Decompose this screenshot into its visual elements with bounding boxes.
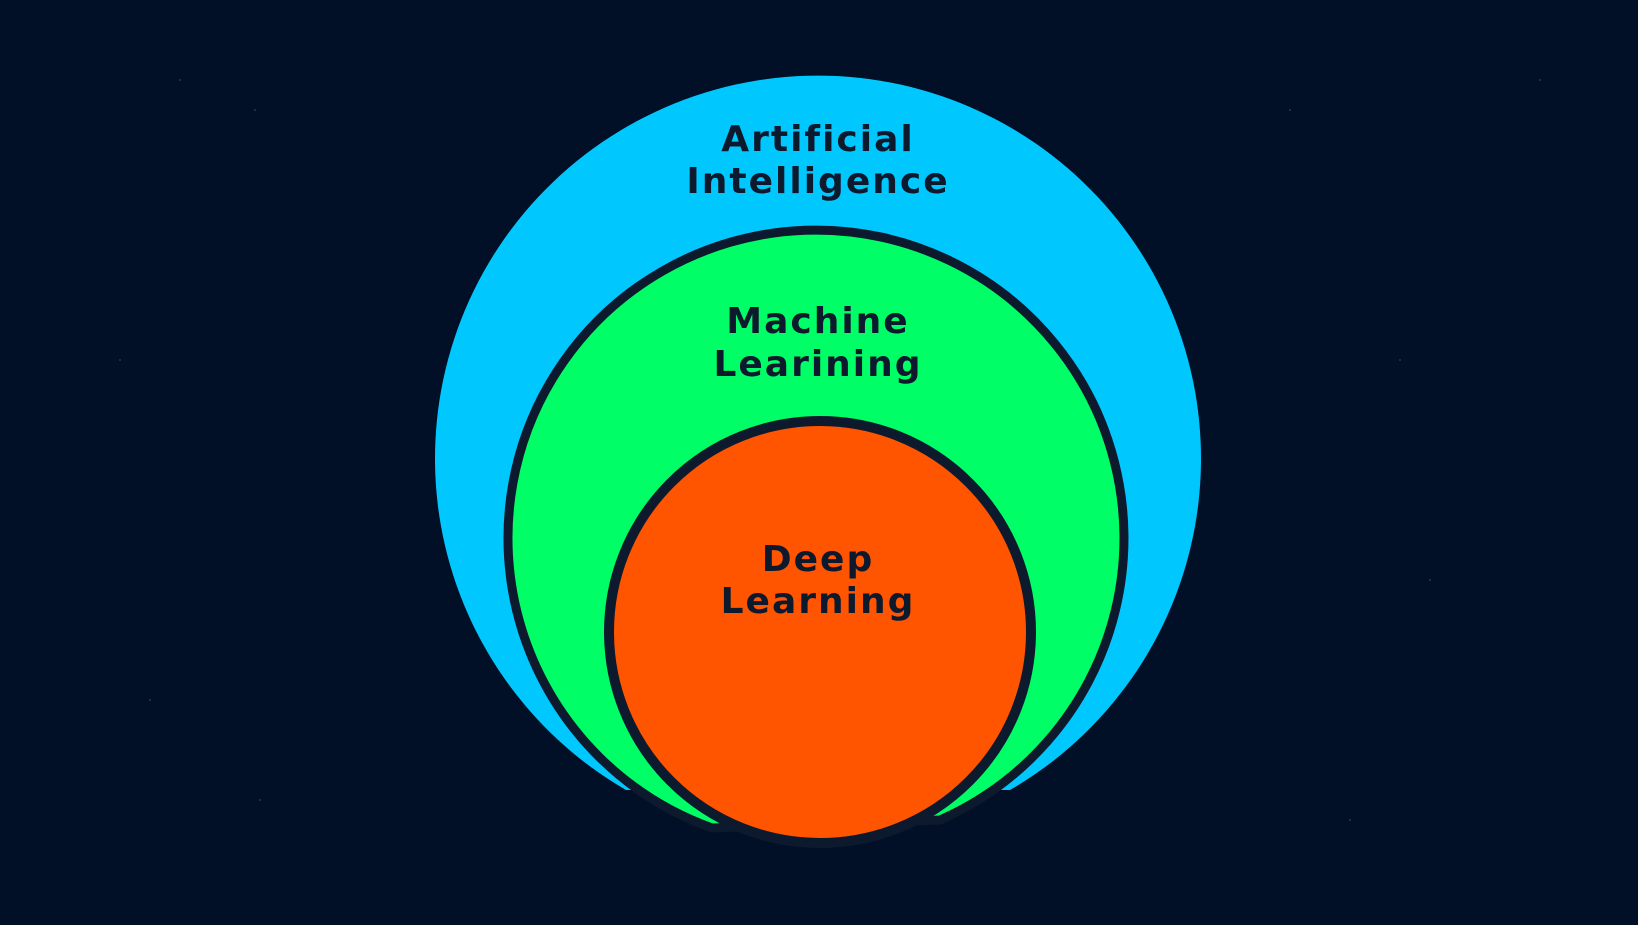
label-dl-line-2: Learning — [721, 581, 916, 622]
label-ml-line-2: Learining — [713, 344, 922, 385]
label-ai-line-1: Artificial — [721, 119, 914, 160]
label-machine-learning: Machine Learining — [713, 301, 922, 385]
label-ai-line-2: Intelligence — [686, 161, 949, 202]
label-artificial-intelligence: Artificial Intelligence — [686, 119, 949, 202]
label-ml-line-1: Machine — [726, 301, 909, 342]
label-deep-learning: Deep Learning — [721, 539, 916, 622]
ring-deep-learning — [604, 416, 1036, 848]
label-dl-line-1: Deep — [762, 539, 874, 580]
ring-dl-shape — [604, 416, 1036, 848]
background-stars — [119, 79, 1541, 821]
